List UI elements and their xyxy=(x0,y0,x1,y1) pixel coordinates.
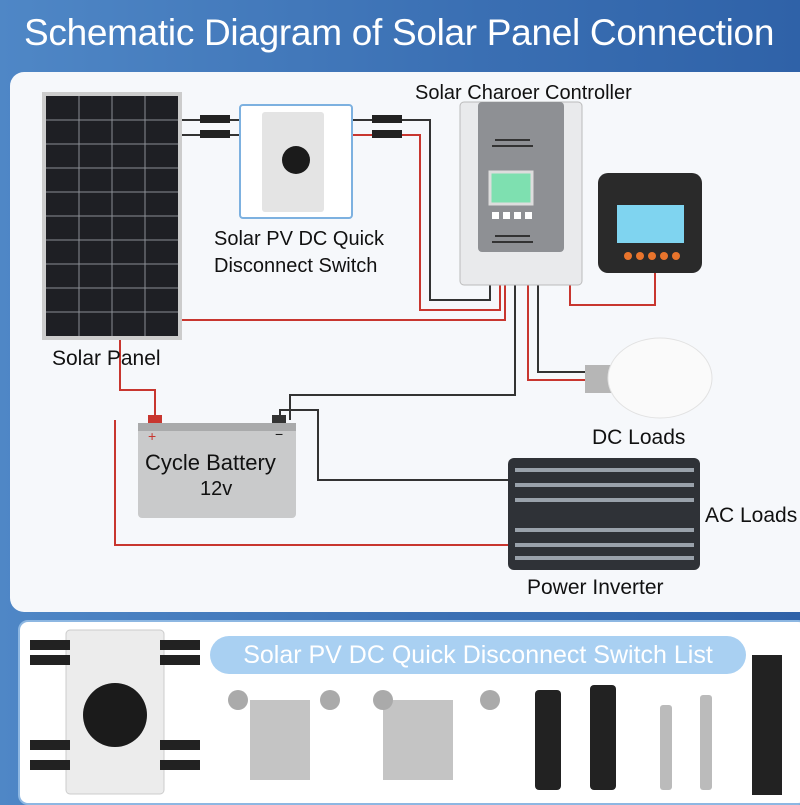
controller-label: Solar Charoer Controller xyxy=(415,82,632,104)
accessory-list-title: Solar PV DC Quick Disconnect Switch List xyxy=(210,636,746,674)
battery-image xyxy=(138,415,296,518)
remote-meter-image xyxy=(598,173,702,273)
switch-label-line2: Disconnect Switch xyxy=(214,255,378,277)
battery-minus: − xyxy=(275,426,284,442)
wires xyxy=(114,119,656,546)
accessory-images xyxy=(30,629,782,795)
dc-loads-label: DC Loads xyxy=(592,426,686,449)
battery-plus: + xyxy=(148,428,157,444)
battery-label-line2: 12v xyxy=(200,478,233,500)
switch-label-line1: Solar PV DC Quick xyxy=(214,228,385,250)
battery-label-line1: Cycle Battery xyxy=(145,450,276,475)
page-title: Schematic Diagram of Solar Panel Connect… xyxy=(24,12,775,53)
power-inverter-label: Power Inverter xyxy=(527,576,664,599)
disconnect-switch-image xyxy=(200,104,402,219)
light-bulb-image xyxy=(585,337,713,419)
charge-controller-image xyxy=(459,101,583,286)
ac-loads-label: AC Loads xyxy=(705,504,798,527)
solar-panel-label: Solar Panel xyxy=(52,347,161,370)
power-inverter-image xyxy=(508,458,700,570)
solar-panel-image xyxy=(42,92,182,340)
